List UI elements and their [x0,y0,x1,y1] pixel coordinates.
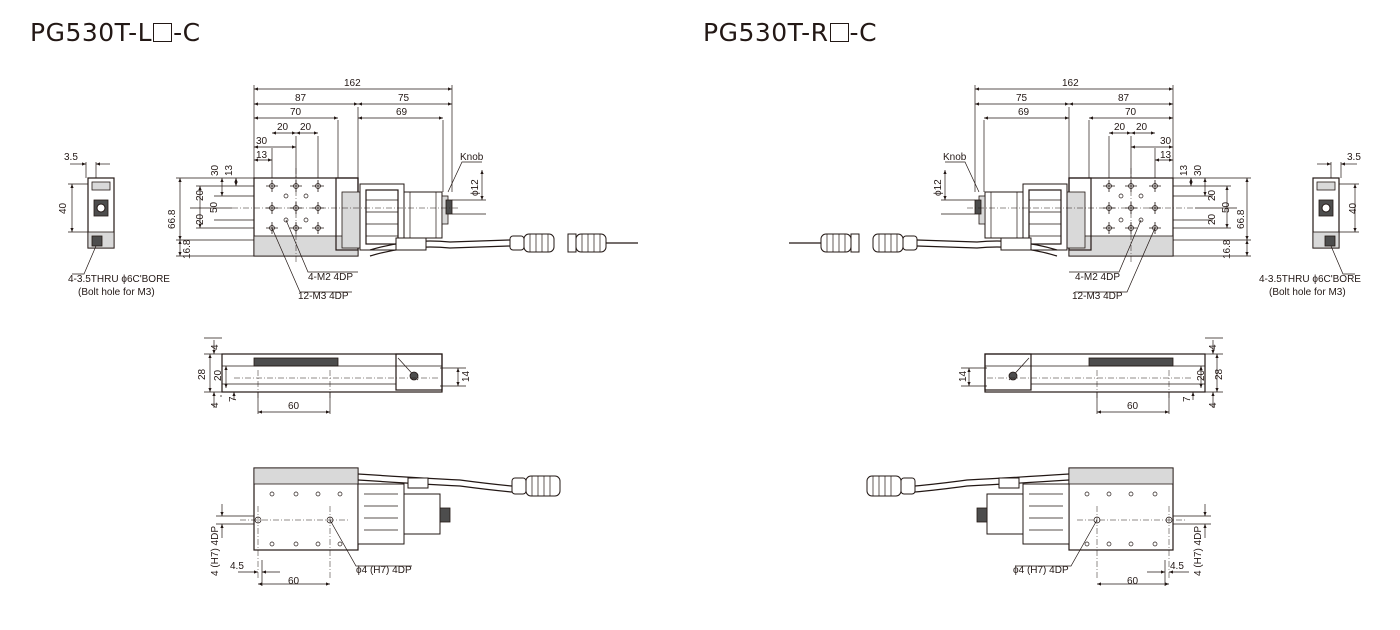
dim-69: 69 [396,107,408,118]
dim-16-8: 16.8 [1222,239,1233,259]
left-top-view [232,168,639,262]
left-side-dimensions: 66.8 16.8 50 20 20 30 13 [167,164,254,259]
dim-20: 20 [195,189,206,201]
dim-20: 20 [1196,369,1207,381]
dim-20: 20 [1207,213,1218,225]
dim-40: 40 [58,202,69,214]
dim-4: 4 [210,402,221,408]
dim-50: 50 [1221,201,1232,213]
title-right: PG530T-R -C [703,18,877,47]
dim-30: 30 [256,136,268,147]
callout-m2: 4-M2 4DP [308,272,353,283]
dim-20: 20 [1207,189,1218,201]
title-left-suffix: -C [173,18,201,47]
dim-20: 20 [195,213,206,225]
dim-4-5: 4.5 [1170,561,1184,572]
knob-label: Knob [943,152,967,163]
dim-75: 75 [1016,93,1028,104]
right-side-dimensions: 66.8 16.8 50 20 20 30 13 [1173,164,1251,259]
dim-14: 14 [958,370,969,382]
dim-87: 87 [295,93,307,104]
pin-hole-label: ϕ4 (H7) 4DP [356,565,412,576]
dim-phi12: ϕ12 [933,179,944,196]
dim-13: 13 [1179,164,1190,176]
dim-4: 4 [210,344,221,350]
dim-20: 20 [300,122,312,133]
variant-box-icon [829,23,849,42]
left-top-dimensions: 162 87 75 70 69 20 20 30 13 [253,78,453,192]
dim-162: 162 [344,78,361,89]
dim-66-8: 66.8 [1236,209,1247,229]
dim-87: 87 [1118,93,1130,104]
dim-13: 13 [224,164,235,176]
callout-m3: 12-M3 4DP [1072,291,1123,302]
dim-30: 30 [210,164,221,176]
left-hole-callouts: 4-M2 4DP 12-M3 4DP [271,219,358,302]
right-bottom-view: 4 (H7) 4DP 4.5 60 ϕ4 (H7) 4DP [866,467,1211,587]
dim-4: 4 [1208,344,1219,350]
dim-20: 20 [1114,122,1126,133]
dim-60: 60 [1127,401,1139,412]
dim-28: 28 [197,368,208,380]
dim-60: 60 [288,576,300,587]
title-left: PG530T-L -C [30,18,201,47]
dim-20: 20 [1136,122,1148,133]
dim-60: 60 [288,401,300,412]
dim-75: 75 [398,93,410,104]
dim-162: 162 [1062,78,1079,89]
right-front-view: 4 28 20 4 7 14 60 [958,337,1225,414]
pin-hole-label: ϕ4 (H7) 4DP [1013,565,1069,576]
right-top-view [788,168,1195,262]
callout-m2: 4-M2 4DP [1075,272,1120,283]
dim-16-8: 16.8 [182,239,193,259]
left-knob-callout: Knob ϕ12 [447,152,486,215]
dim-70: 70 [1125,107,1137,118]
knob-label: Knob [460,152,484,163]
dim-28: 28 [1214,368,1225,380]
left-bottom-view: 4 (H7) 4DP 4.5 60 ϕ4 (H7) 4DP [210,467,561,587]
dim-20: 20 [277,122,289,133]
callout-m3: 12-M3 4DP [298,291,349,302]
right-end-view: 3.5 40 4-3.5THRU ϕ6C'BORE (Bolt hole for… [1259,152,1361,298]
dim-4: 4 [1208,402,1219,408]
dim-3-5: 3.5 [1347,152,1361,163]
left-front-view: 4 28 20 4 7 14 60 [197,337,472,414]
dim-7: 7 [228,396,239,402]
dim-69: 69 [1018,107,1030,118]
callout-thru: 4-3.5THRU ϕ6C'BORE [1259,274,1361,285]
variant-box-icon [153,23,173,42]
callout-bolt: (Bolt hole for M3) [78,287,155,298]
dim-7: 7 [1182,396,1193,402]
dim-30: 30 [1193,164,1204,176]
callout-thru: 4-3.5THRU ϕ6C'BORE [68,274,170,285]
dim-70: 70 [290,107,302,118]
dim-40: 40 [1348,202,1359,214]
right-knob-callout: Knob ϕ12 [933,152,980,215]
dim-3-5: 3.5 [64,152,78,163]
pin-side-label: 4 (H7) 4DP [1193,526,1204,576]
dim-30: 30 [1160,136,1172,147]
callout-bolt: (Bolt hole for M3) [1269,287,1346,298]
right-hole-callouts: 4-M2 4DP 12-M3 4DP [1069,219,1156,302]
dim-60: 60 [1127,576,1139,587]
title-right-prefix: PG530T-R [703,18,829,47]
dim-20: 20 [213,369,224,381]
dim-66-8: 66.8 [167,209,178,229]
dim-13: 13 [1160,150,1172,161]
dim-14: 14 [461,370,472,382]
dim-4-5: 4.5 [230,561,244,572]
title-left-prefix: PG530T-L [30,18,153,47]
dim-50: 50 [209,201,220,213]
dim-13: 13 [256,150,268,161]
dim-phi12: ϕ12 [470,179,481,196]
left-end-view: 3.5 40 4-3.5THRU ϕ6C'BORE (Bolt hole for… [58,152,170,298]
right-top-dimensions: 162 75 87 69 70 20 20 30 13 [974,78,1174,192]
title-right-suffix: -C [849,18,878,47]
pin-side-label: 4 (H7) 4DP [210,526,221,576]
